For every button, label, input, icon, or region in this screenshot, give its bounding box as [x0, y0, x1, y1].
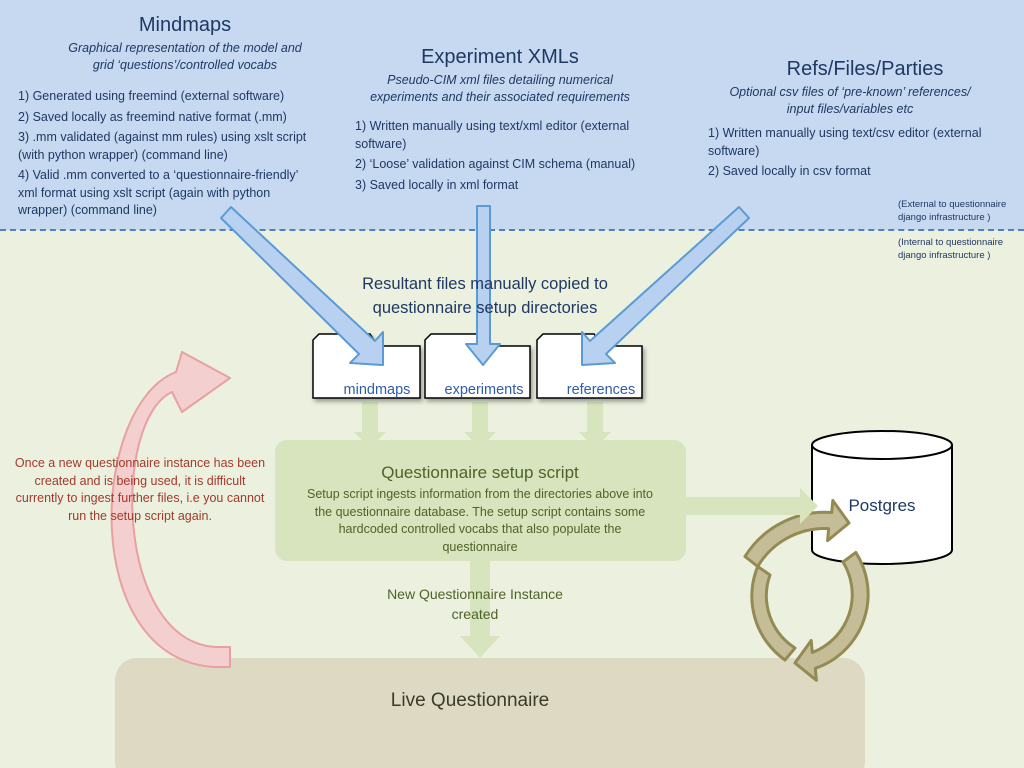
folder-label-references: references: [566, 382, 636, 398]
refresh-cycle-icon: [743, 499, 870, 682]
resultant-files-caption: Resultant files manually copied to quest…: [330, 272, 640, 320]
external-note: (External to questionnaire django infras…: [898, 199, 1007, 223]
refs-subtitle-line1: Optional csv files of ‘pre-known’ refere…: [729, 85, 971, 99]
new-instance-line1: New Questionnaire Instance: [387, 586, 563, 602]
live-questionnaire-box: [115, 658, 865, 768]
resultant-line1: Resultant files manually copied to: [362, 275, 608, 293]
folder-label-mindmaps: mindmaps: [343, 382, 411, 398]
mindmaps-step: 2) Saved locally as freemind native form…: [18, 109, 287, 124]
mindmaps-to-folder-arrow: [220, 206, 384, 366]
refs-steps: 1) Written manually using text/csv edito…: [708, 125, 1008, 184]
external-zone: [0, 0, 1024, 230]
setup-to-live-arrow: [460, 556, 500, 658]
refs-title: Refs/Files/Parties: [786, 58, 944, 80]
experiments-subtitle-line1: Pseudo-CIM xml files detailing numerical: [387, 73, 613, 87]
experiments-step: 2) ‘Loose’ validation against CIM schema…: [355, 157, 636, 171]
mindmaps-step: 3) .mm validated (against mm rules) usin…: [18, 130, 307, 162]
experiments-title: Experiment XMLs: [421, 46, 579, 68]
source-to-folder-arrows: [220, 205, 750, 366]
experiments-subtitle-line2: experiments and their associated require…: [370, 90, 630, 104]
experiments-step: 3) Saved locally in xml format: [355, 177, 519, 192]
mindmaps-title: Mindmaps: [138, 14, 232, 36]
folder-label-experiments: experiments: [444, 382, 524, 398]
mindmaps-steps: 1) Generated using freemind (external so…: [18, 88, 308, 223]
folder-to-setup-arrows: [354, 402, 611, 448]
live-questionnaire-label: Live Questionnaire: [390, 690, 550, 711]
experiments-subtitle: Pseudo-CIM xml files detailing numerical…: [340, 72, 660, 106]
refs-to-folder-arrow: [581, 206, 750, 366]
refs-subtitle: Optional csv files of ‘pre-known’ refere…: [700, 84, 1000, 118]
setup-to-postgres-arrow: [675, 488, 818, 524]
postgres-label: Postgres: [848, 496, 916, 515]
experiments-step: 1) Written manually using text/xml edito…: [355, 119, 630, 151]
mindmaps-step: 4) Valid .mm converted to a ‘questionnai…: [18, 168, 298, 217]
mindmaps-subtitle-line2: grid ‘questions’/controlled vocabs: [92, 58, 278, 72]
refs-step: 2) Saved locally in csv format: [708, 164, 871, 178]
mindmaps-subtitle: Graphical representation of the model an…: [20, 40, 350, 74]
mindmaps-step: 1) Generated using freemind (external so…: [18, 89, 285, 103]
setup-script-title: Questionnaire setup script: [381, 463, 579, 482]
refs-step: 1) Written manually using text/csv edito…: [708, 126, 982, 158]
experiments-to-folder-arrow: [465, 205, 501, 366]
mindmaps-subtitle-line1: Graphical representation of the model an…: [68, 41, 302, 55]
refs-subtitle-line2: input files/variables etc: [786, 102, 914, 116]
new-instance-line2: created: [451, 606, 499, 622]
restart-loop-arrow: [110, 351, 231, 668]
resultant-line2: questionnaire setup directories: [372, 299, 598, 317]
internal-note: (Internal to questionnaire django infras…: [898, 237, 1004, 261]
reingest-warning: Once a new questionnaire instance has be…: [14, 456, 266, 523]
experiments-steps: 1) Written manually using text/xml edito…: [355, 118, 655, 197]
setup-script-box: [275, 440, 686, 561]
zone-divider: [0, 229, 1024, 231]
postgres-database-icon: [811, 430, 953, 565]
setup-script-description: Setup script ingests information from th…: [306, 487, 653, 554]
new-instance-caption: New Questionnaire Instance created: [360, 584, 590, 624]
